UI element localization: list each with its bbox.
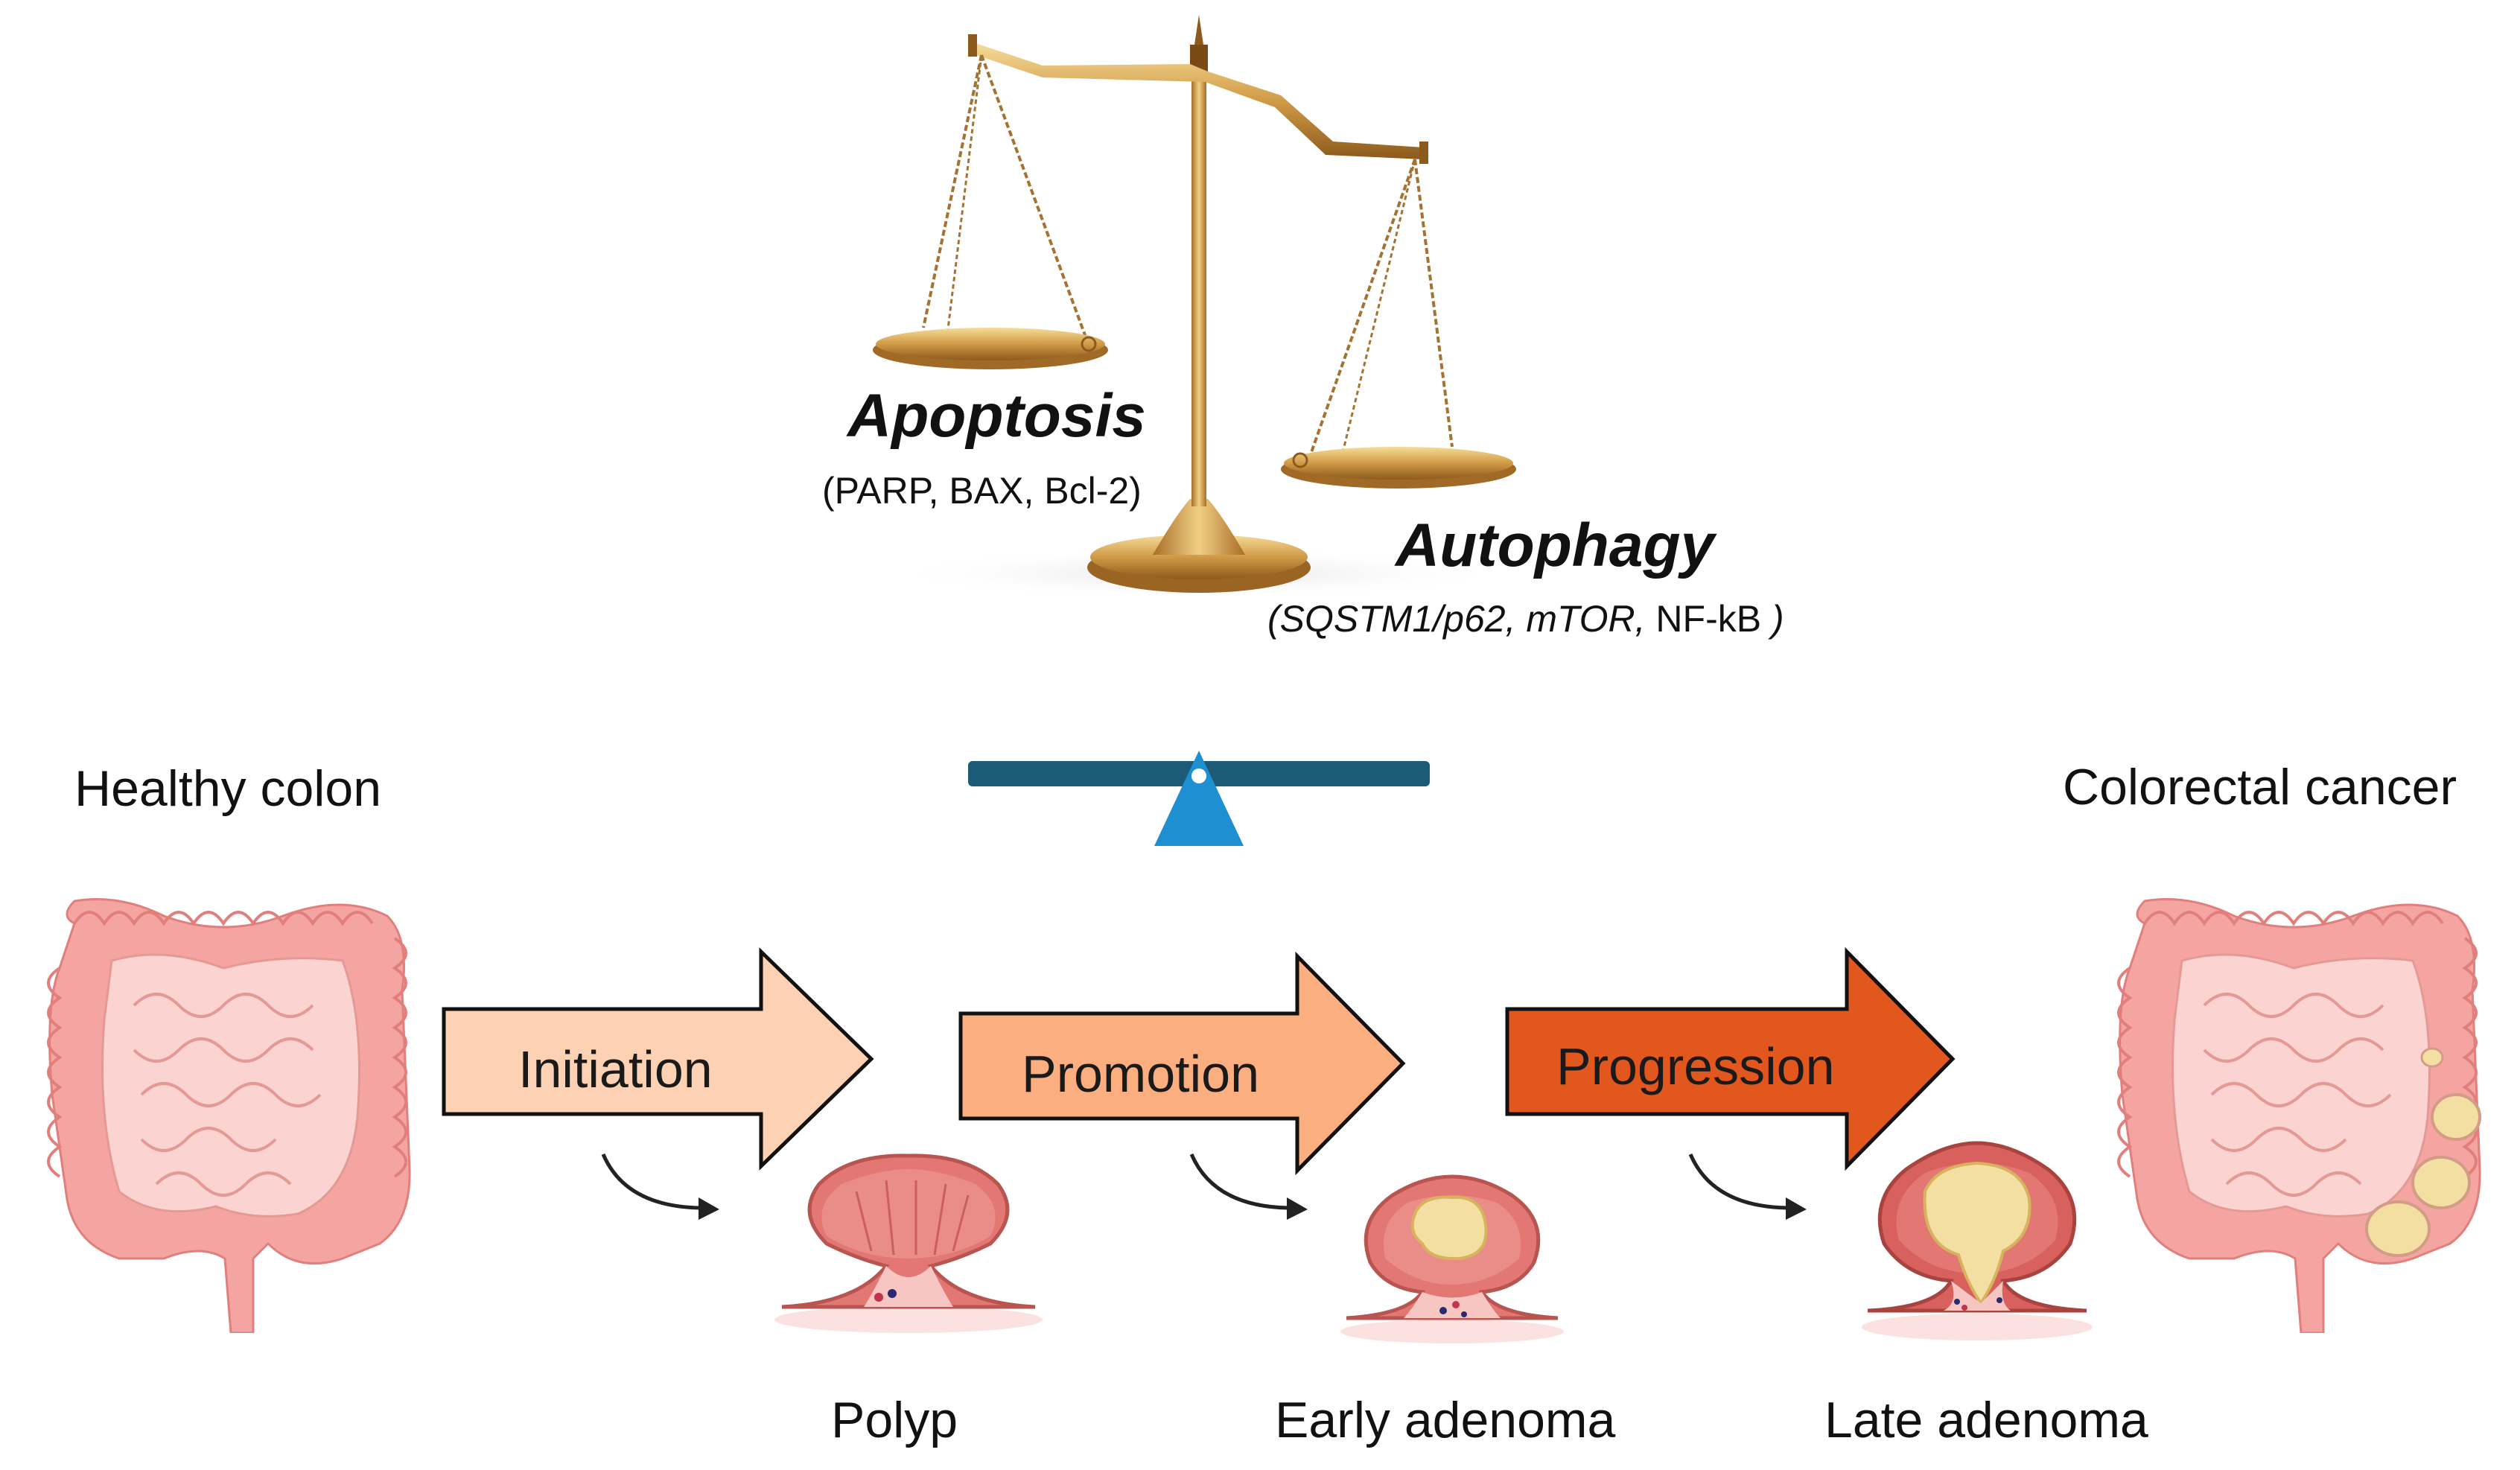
autophagy-title: Autophagy [1396, 512, 1715, 579]
autophagy-markers-plain: NF-kB [1645, 598, 1772, 640]
seesaw-icon [968, 751, 1430, 846]
colorectal-cancer-label: Colorectal cancer [2063, 759, 2457, 815]
healthy-colon-illustration [47, 898, 411, 1333]
progression-label: Progression [1556, 1037, 1835, 1095]
tumor [2431, 1093, 2481, 1141]
tumor [2420, 1047, 2444, 1068]
promotion-label: Promotion [1022, 1045, 1260, 1103]
early-adenoma-label: Early adenoma [1275, 1392, 1616, 1448]
polyp-illustration [774, 1154, 1043, 1333]
early-adenoma-illustration [1340, 1174, 1564, 1343]
initiation-arrow [442, 947, 874, 1171]
initiation-label: Initiation [518, 1040, 713, 1098]
tumor [2365, 1200, 2431, 1257]
scale-pole [1191, 45, 1206, 506]
autophagy-markers-close: ) [1771, 598, 1784, 640]
healthy-colon-label: Healthy colon [74, 760, 382, 817]
apoptosis-title: Apoptosis [847, 382, 1146, 450]
apoptosis-markers: (PARP, BAX, Bcl-2) [822, 470, 1142, 512]
progression-arrow [1505, 946, 1956, 1171]
promotion-arrow [958, 951, 1406, 1176]
cancer-colon-illustration [2117, 898, 2481, 1333]
late-adenoma-illustration [1862, 1141, 2093, 1340]
autophagy-markers-italic: (SQSTM1/p62, mTOR, [1267, 598, 1646, 640]
late-adenoma-label: Late adenoma [1824, 1392, 2148, 1448]
autophagy-markers: (SQSTM1/p62, mTOR, NF-kB ) [1267, 597, 1784, 640]
tumor [2411, 1156, 2471, 1209]
polyp-label: Polyp [831, 1392, 958, 1448]
scale-beam [972, 43, 1424, 159]
curved-arrow-icon [601, 1154, 719, 1220]
curved-arrow-icon [1189, 1154, 1308, 1220]
curved-arrow-icon [1688, 1154, 1807, 1220]
